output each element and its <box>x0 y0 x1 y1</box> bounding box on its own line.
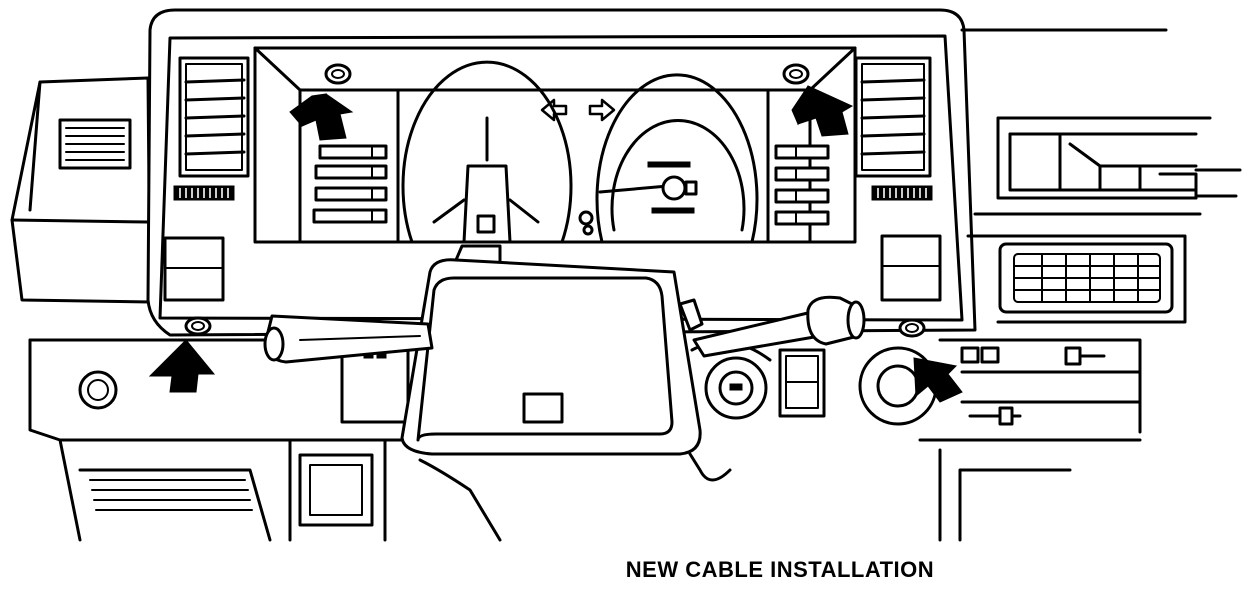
arrow-callout-lower-right <box>913 357 963 403</box>
left-warning-lights <box>312 144 388 224</box>
left-dash-panel <box>10 76 152 304</box>
arrow-callout-lower-left <box>148 339 216 393</box>
left-switch-block <box>163 236 225 302</box>
right-warning-lights <box>774 144 830 226</box>
screw-upper-left <box>324 63 352 85</box>
lower-center-box <box>298 453 374 527</box>
screw-upper-right <box>782 63 810 85</box>
left-knob <box>78 370 118 410</box>
left-side-vent-grille <box>65 127 125 161</box>
speedometer-gauge <box>401 60 573 244</box>
arrow-callout-upper-right <box>791 85 854 137</box>
column-shroud-box <box>340 346 410 424</box>
left-air-vent <box>173 56 250 201</box>
hazard-switch-box <box>778 348 826 418</box>
left-turn-signal-stalk <box>263 314 434 364</box>
center-air-vent <box>998 242 1174 314</box>
tachometer-gauge <box>578 73 759 244</box>
right-wiper-stalk <box>678 295 866 358</box>
screw-lower-right <box>898 318 926 338</box>
small-switches <box>960 346 1106 426</box>
lower-left-vent <box>89 479 253 511</box>
right-air-vent <box>854 56 933 201</box>
right-switch-block <box>880 234 942 302</box>
screw-lower-left <box>184 316 212 336</box>
lower-dash <box>28 338 412 542</box>
arrow-callout-upper-left <box>289 93 354 141</box>
instrument-cluster-bezel <box>146 8 977 337</box>
right-dash-panel <box>918 28 1242 542</box>
figure-caption: NEW CABLE INSTALLATION <box>625 557 935 582</box>
fuel-indicator-icon <box>578 210 594 226</box>
ignition-lock-knob <box>704 356 768 420</box>
